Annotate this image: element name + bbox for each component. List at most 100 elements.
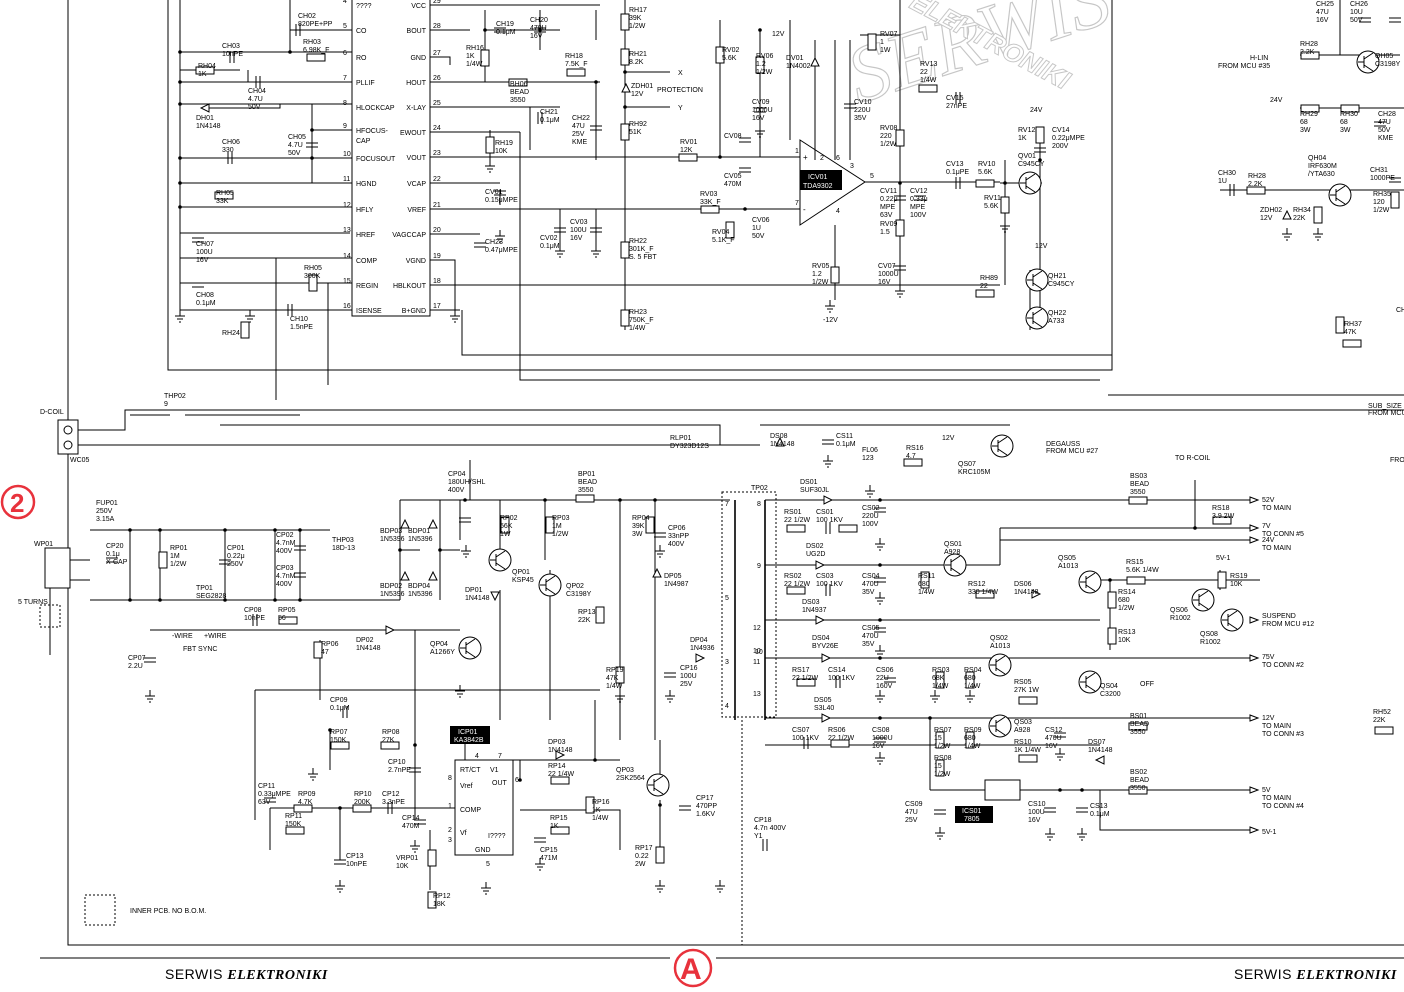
part-label-line: RS02	[784, 573, 802, 580]
part-label-line: 1.2	[812, 271, 822, 278]
signal-v12: 12V	[1262, 715, 1275, 722]
part-label-line: DP02	[356, 637, 374, 644]
ground-symbol	[895, 285, 905, 298]
part-label-line: 10nPE	[346, 861, 367, 868]
resistor	[1107, 627, 1117, 645]
resistor	[678, 153, 698, 162]
part-label-line: RV01	[680, 139, 697, 146]
part-label-line: 470M	[724, 181, 742, 188]
part-label-line: C3200	[1100, 691, 1121, 698]
ic-pin-number: 22	[433, 176, 441, 183]
capacitor	[227, 152, 233, 164]
ic-pin-number: 13	[343, 227, 351, 234]
capacitor	[294, 545, 306, 551]
resistor	[620, 241, 630, 259]
part-label-line: 3550	[1130, 785, 1146, 792]
capacitor	[192, 282, 204, 288]
part-label-line: 15	[934, 763, 942, 770]
capacitor	[825, 522, 831, 534]
ground-symbol	[308, 768, 318, 781]
part-label-line: RV11	[984, 195, 1001, 202]
signal-v5m1b: 5V-1	[1216, 555, 1231, 562]
ground-symbol	[335, 880, 345, 893]
ic-pin-number: 12	[343, 202, 351, 209]
part-label-line: RH30	[1340, 111, 1358, 118]
resistor	[545, 516, 555, 534]
resistor	[830, 266, 840, 284]
signal-wire_neg: -WIRE	[172, 633, 193, 640]
part-label-line: 1/2W	[934, 771, 951, 778]
part-label-line: DS03	[802, 599, 820, 606]
part-label-line: DP01	[465, 587, 483, 594]
part-label-line: 250V	[96, 508, 113, 515]
part-label-line: RS10	[1014, 739, 1032, 746]
part-label-line: CH03	[222, 43, 240, 50]
resistor	[830, 739, 850, 748]
ic-pin-name: BOUT	[407, 28, 427, 35]
part-label-line: CP12	[382, 791, 400, 798]
part-label-line: DH01	[196, 115, 214, 122]
icv01-pin: 2	[820, 155, 824, 162]
part-label-line: BDP03	[380, 528, 402, 535]
resistor	[214, 191, 234, 200]
part-label-line: 3W	[632, 531, 643, 538]
part-label-line: 27K	[382, 737, 395, 744]
part-label-line: CV10	[854, 99, 872, 106]
part-label-line: 56	[278, 615, 286, 622]
resistor	[1128, 786, 1148, 795]
signal-y: Y	[678, 105, 683, 112]
ground-symbol	[875, 592, 885, 605]
part-label-line: 1/2W	[552, 531, 569, 538]
part-label-line: CS02	[862, 505, 880, 512]
part-label-line: CH08	[196, 292, 214, 299]
capacitor	[803, 737, 809, 749]
part-label-line: BEAD	[578, 479, 597, 486]
part-label-line: VRP01	[396, 855, 418, 862]
part-label-line: BS01	[1130, 713, 1147, 720]
sheet-marker: A	[673, 948, 713, 988]
part-label-line: RH37	[1344, 321, 1362, 328]
part-label-line: RV09	[880, 221, 897, 228]
part-label-line: RP15	[550, 815, 568, 822]
part-label-line: RP10	[354, 791, 372, 798]
svg-text:+: +	[803, 153, 808, 162]
part-label-line: RS03	[932, 667, 950, 674]
resistor	[903, 458, 923, 467]
ic-pin-number: 25	[433, 100, 441, 107]
ground-symbol	[591, 245, 601, 258]
part-label-line: 470U	[530, 25, 547, 32]
ground-symbol	[1077, 828, 1087, 841]
part-label-line: 5.6K	[984, 203, 999, 210]
part-label-line: 50V	[752, 233, 765, 240]
part-label-line: 400V	[668, 541, 685, 548]
part-label-line: 1000U	[872, 735, 893, 742]
signal-degauss_src: FROM MCU #27	[1046, 448, 1098, 455]
ic-pin-number: 9	[343, 123, 347, 130]
resistor	[1374, 726, 1394, 735]
part-label-line: 220	[880, 133, 892, 140]
part-label-line: QH21	[1048, 273, 1066, 280]
part-label-line: RH16	[466, 45, 484, 52]
capacitor	[754, 107, 766, 113]
part-label-line: QP01	[512, 569, 530, 576]
capacitor	[306, 142, 318, 148]
capacitor	[1054, 732, 1066, 738]
part-label-line: RS15	[1126, 559, 1144, 566]
part-label-line: 1.5	[880, 229, 890, 236]
part-label-line: 63V	[258, 799, 271, 806]
part-label-line: 1K	[550, 823, 559, 830]
part-label-line: CH31	[1370, 167, 1388, 174]
part-label-line: 220U	[854, 107, 871, 114]
resistor	[595, 606, 605, 624]
